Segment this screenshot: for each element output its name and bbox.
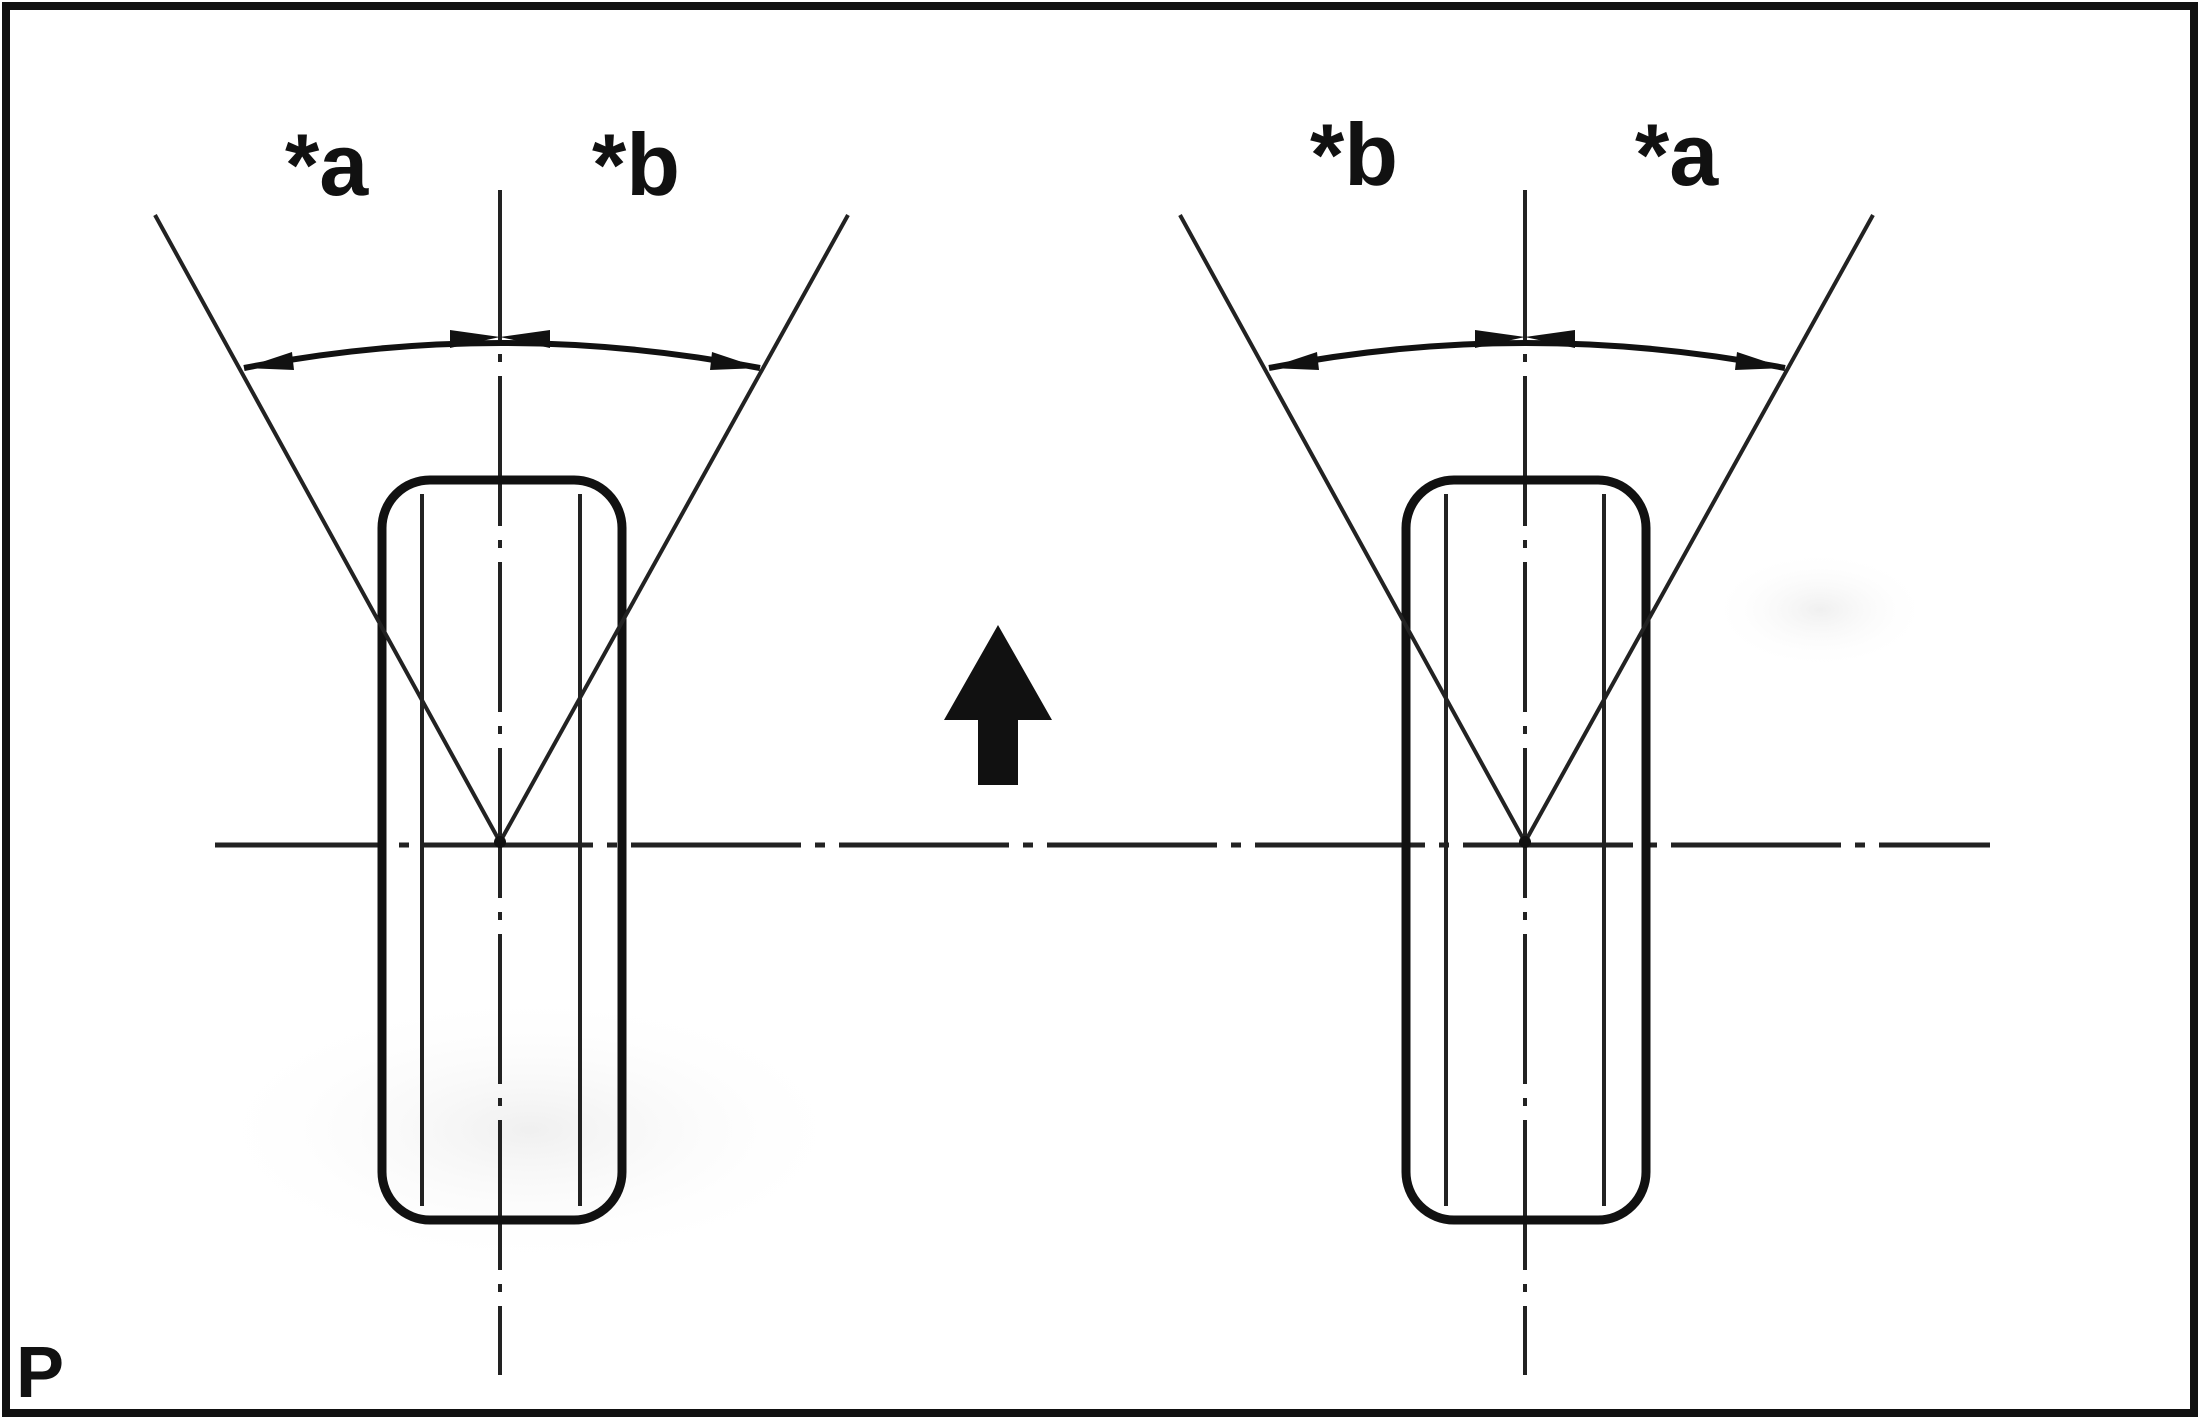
- forward-arrow-icon: [944, 625, 1052, 785]
- arrowhead-icon: [1269, 352, 1319, 370]
- right-pivot-dot: [1519, 836, 1531, 848]
- right-angle-line-a: [1523, 214, 1875, 843]
- left-tire: [377, 475, 627, 1225]
- left-label-a: *a: [285, 115, 369, 214]
- left-angle-arc: [243, 340, 761, 371]
- arrowhead-icon: [450, 330, 500, 348]
- left-angle-line-a: [153, 214, 502, 843]
- right-label-a: *a: [1635, 105, 1719, 204]
- right-shadow-mark: [1710, 550, 1930, 670]
- arrowhead-icon: [244, 352, 294, 370]
- arrowhead-icon: [710, 352, 760, 370]
- right-angle-arc: [1268, 340, 1786, 371]
- arrowhead-icon: [1735, 352, 1785, 370]
- arrowhead-icon: [1475, 330, 1525, 348]
- left-wheel-group: *a *b: [153, 115, 850, 1375]
- corner-label: P: [16, 1333, 64, 1413]
- left-wheel-shadow: [200, 990, 860, 1270]
- arrowhead-icon: [500, 330, 550, 348]
- right-angle-line-b: [1178, 214, 1527, 843]
- right-label-b: *b: [1310, 105, 1398, 204]
- arrowhead-icon: [1525, 330, 1575, 348]
- right-tire: [1401, 475, 1651, 1225]
- right-wheel-group: *b *a: [1178, 105, 1875, 1375]
- left-pivot-dot: [494, 836, 506, 848]
- left-angle-line-b: [498, 214, 850, 843]
- left-label-b: *b: [592, 115, 680, 214]
